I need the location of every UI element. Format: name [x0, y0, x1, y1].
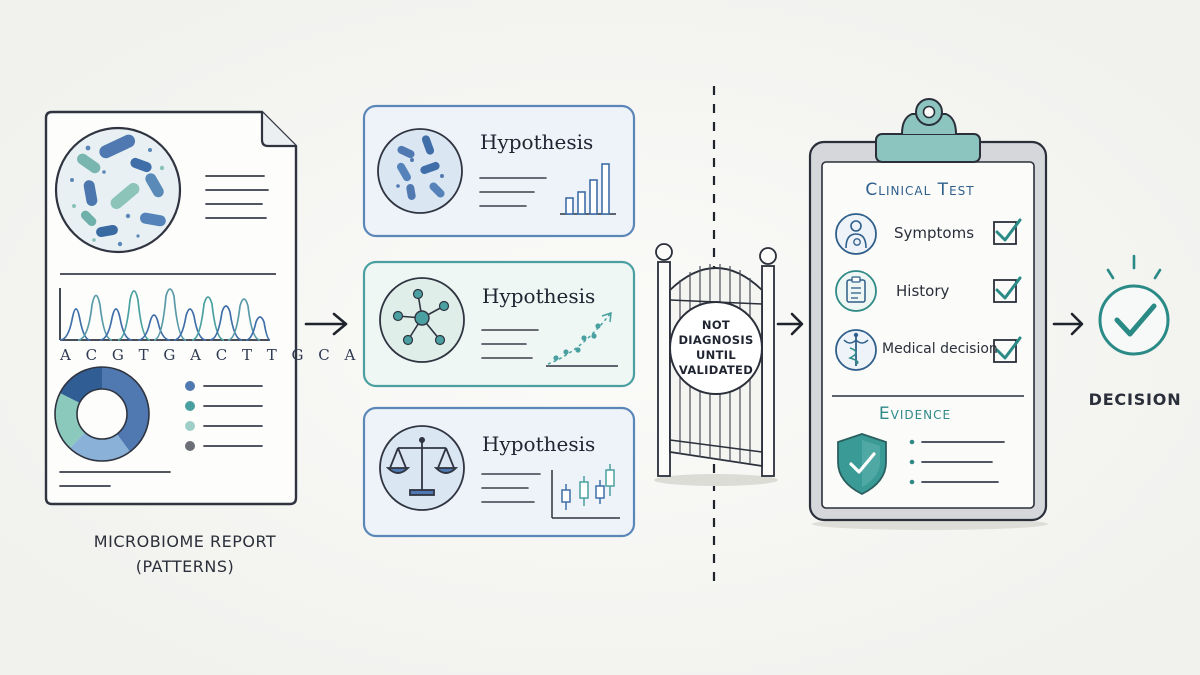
history-checkbox — [993, 276, 1022, 303]
microbiome-report-document — [44, 110, 298, 506]
gate-sign-line4: VALIDATED — [678, 362, 754, 377]
report-caption-line1: MICROBIOME REPORT — [93, 532, 277, 551]
hypothesis-card-2 — [362, 260, 636, 388]
hypothesis-card-1 — [362, 104, 636, 238]
gate-sign-line2: DIAGNOSIS — [678, 332, 754, 347]
evidence-title: Evidence — [878, 404, 952, 424]
history-label: History — [896, 282, 950, 300]
gate-sign-text: NOT DIAGNOSIS UNTIL VALIDATED — [670, 318, 762, 378]
medical-decision-label: Medical decision — [882, 341, 998, 357]
sequence-chromatogram — [59, 288, 271, 341]
clipboard-clip — [875, 98, 981, 163]
arrow-to-clinical-test — [776, 312, 804, 336]
arrow-to-hypotheses — [304, 312, 348, 336]
shield-check-icon — [837, 433, 887, 496]
caduceus-icon — [835, 329, 877, 371]
report-text-lines — [205, 175, 269, 219]
box-plot-icon — [551, 464, 620, 519]
medical-decision-checkbox — [993, 336, 1022, 363]
check-circle-icon — [1098, 254, 1170, 356]
hypothesis-card-3 — [362, 406, 636, 538]
symptoms-checkbox — [993, 218, 1022, 245]
patient-icon — [835, 213, 877, 255]
report-caption: MICROBIOME REPORT (PATTERNS) — [55, 530, 315, 580]
symptoms-label: Symptoms — [894, 224, 975, 242]
evidence-lines — [909, 439, 1005, 485]
gate-icon — [654, 243, 778, 486]
hypothesis-title-3: Hypothesis — [482, 432, 596, 456]
balance-scale-icon — [379, 425, 465, 511]
bar-chart-icon — [560, 163, 616, 215]
gate-sign-line3: UNTIL — [696, 347, 736, 362]
bacteria-icon — [377, 128, 463, 214]
report-footer-lines — [59, 471, 171, 487]
arrow-to-decision — [1052, 312, 1084, 336]
dna-sequence-label: A C G T G A C T T G C A — [60, 346, 361, 364]
gate-sign — [669, 301, 763, 395]
clinical-test-title: Clinical Test — [865, 180, 975, 200]
hypothesis-title-2: Hypothesis — [482, 284, 596, 308]
gate-sign-line1: NOT — [701, 318, 731, 332]
report-caption-line2: (PATTERNS) — [135, 556, 235, 576]
petri-dish-icon — [54, 126, 182, 254]
clipboard-list-icon — [835, 270, 877, 312]
hypothesis-title-1: Hypothesis — [480, 130, 594, 154]
scatter-trend-icon — [546, 311, 618, 367]
clinical-clipboard — [808, 98, 1048, 530]
donut-legend — [185, 381, 263, 451]
decision-label: DECISION — [1088, 390, 1182, 409]
network-icon — [379, 277, 465, 363]
donut-chart — [54, 366, 150, 462]
